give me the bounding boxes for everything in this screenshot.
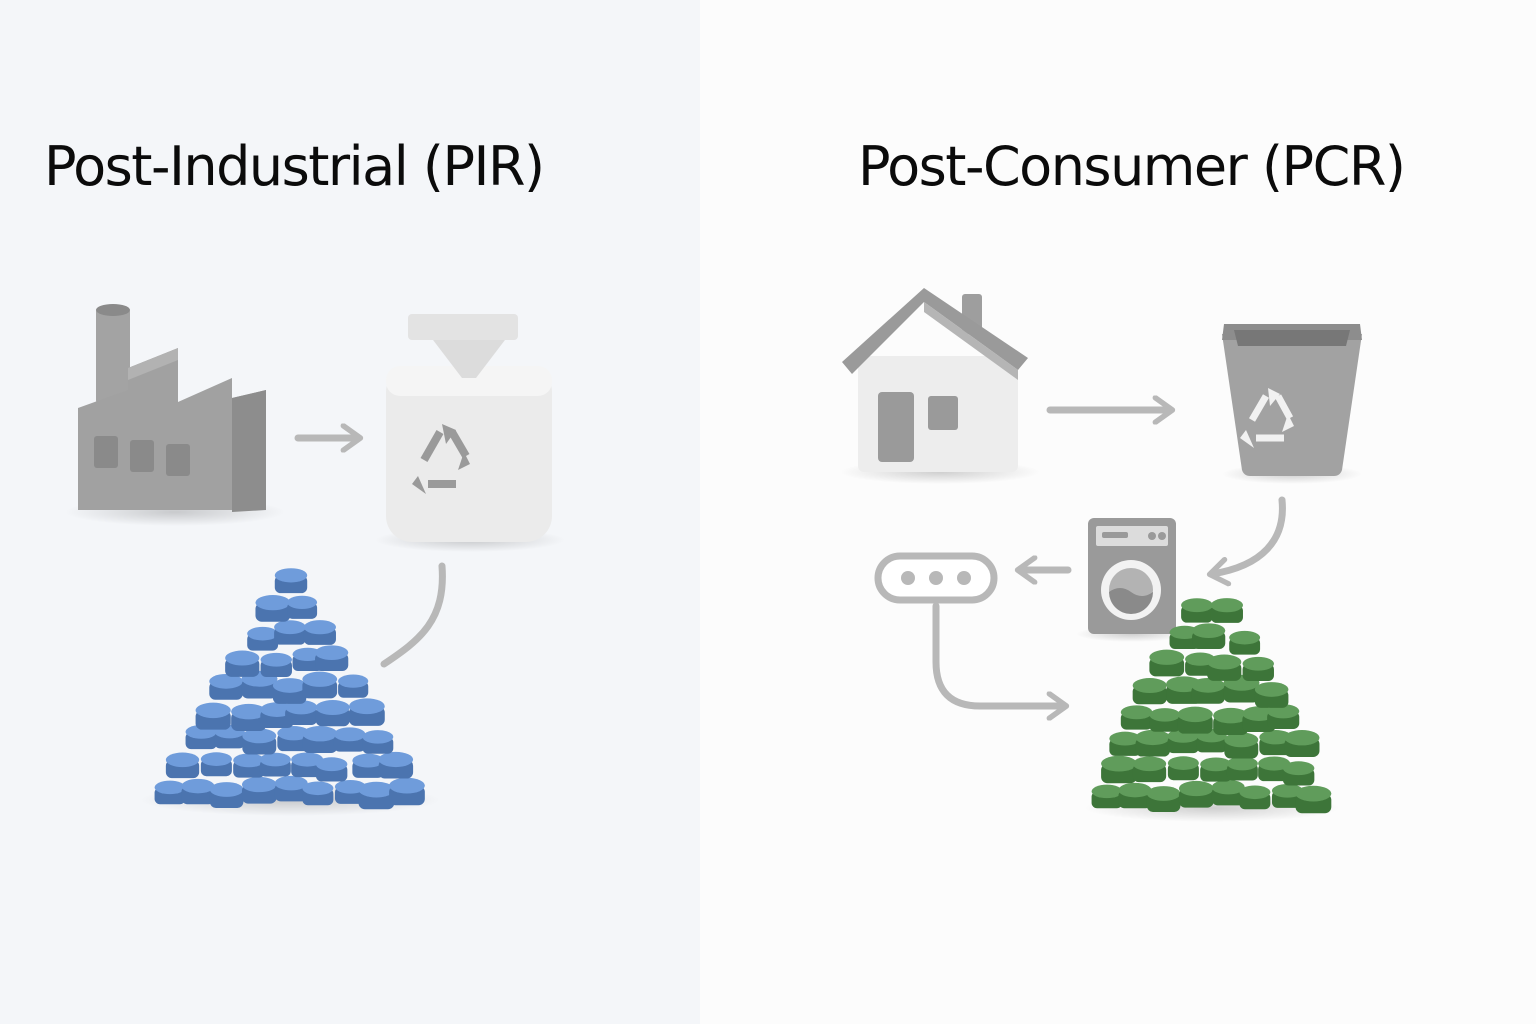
post-consumer-title: Post-Consumer (PCR) bbox=[858, 135, 1406, 198]
connector-bin-to-pellets bbox=[380, 562, 446, 668]
recycle-symbol-icon bbox=[420, 429, 470, 488]
post-consumer-panel bbox=[700, 0, 1536, 1024]
extruder-icon bbox=[874, 552, 998, 604]
green-pellet-pile-icon bbox=[1084, 598, 1340, 822]
washing-machine-icon bbox=[1076, 518, 1188, 642]
blue-pellet-pile-icon bbox=[140, 568, 440, 816]
post-industrial-title: Post-Industrial (PIR) bbox=[44, 135, 545, 198]
arrow-extruder-to-pellets bbox=[932, 602, 1064, 706]
house-icon bbox=[840, 288, 1040, 484]
recycling-bin-icon bbox=[375, 314, 565, 552]
recycle-trash-can-icon bbox=[1222, 324, 1362, 484]
arrow-can-to-washer bbox=[1212, 496, 1286, 574]
factory-icon bbox=[65, 304, 285, 526]
